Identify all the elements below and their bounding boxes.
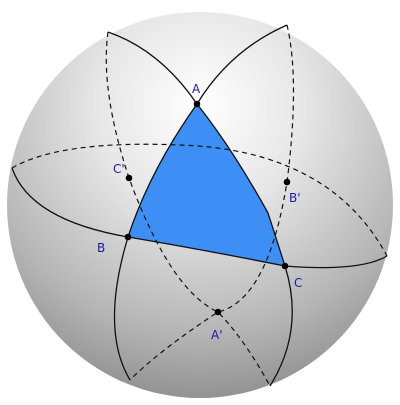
great-circle-ac-back bbox=[105, 31, 271, 387]
great-circle-ab-back bbox=[129, 24, 295, 381]
point-a-prime-dot bbox=[214, 308, 222, 316]
great-circle-bc-back bbox=[11, 143, 388, 257]
great-circle-ab-front-upper bbox=[127, 103, 198, 238]
point-b-prime-dot bbox=[283, 178, 291, 186]
point-a-label: A bbox=[192, 82, 201, 96]
point-c-label: C bbox=[294, 276, 302, 290]
great-circle-ac-front-upper-ext bbox=[107, 31, 198, 105]
spherical-triangle-abc bbox=[128, 104, 285, 266]
great-circle-ac-front-upper bbox=[196, 103, 286, 267]
great-circle-bc-front bbox=[11, 167, 388, 269]
point-c-prime-label: C' bbox=[113, 162, 125, 176]
point-b-prime-label: B' bbox=[289, 191, 301, 205]
great-circle-ab-front-upper-ext bbox=[196, 24, 288, 105]
great-circle-ab-front-lower bbox=[113, 236, 131, 381]
great-circle-ac-front-lower bbox=[269, 265, 293, 387]
point-c-prime-dot bbox=[125, 174, 133, 182]
point-c-dot bbox=[281, 262, 289, 270]
point-b-dot bbox=[124, 233, 132, 241]
point-b-label: B bbox=[97, 241, 105, 255]
point-a-dot bbox=[193, 100, 201, 108]
point-a-prime-label: A' bbox=[211, 328, 223, 342]
